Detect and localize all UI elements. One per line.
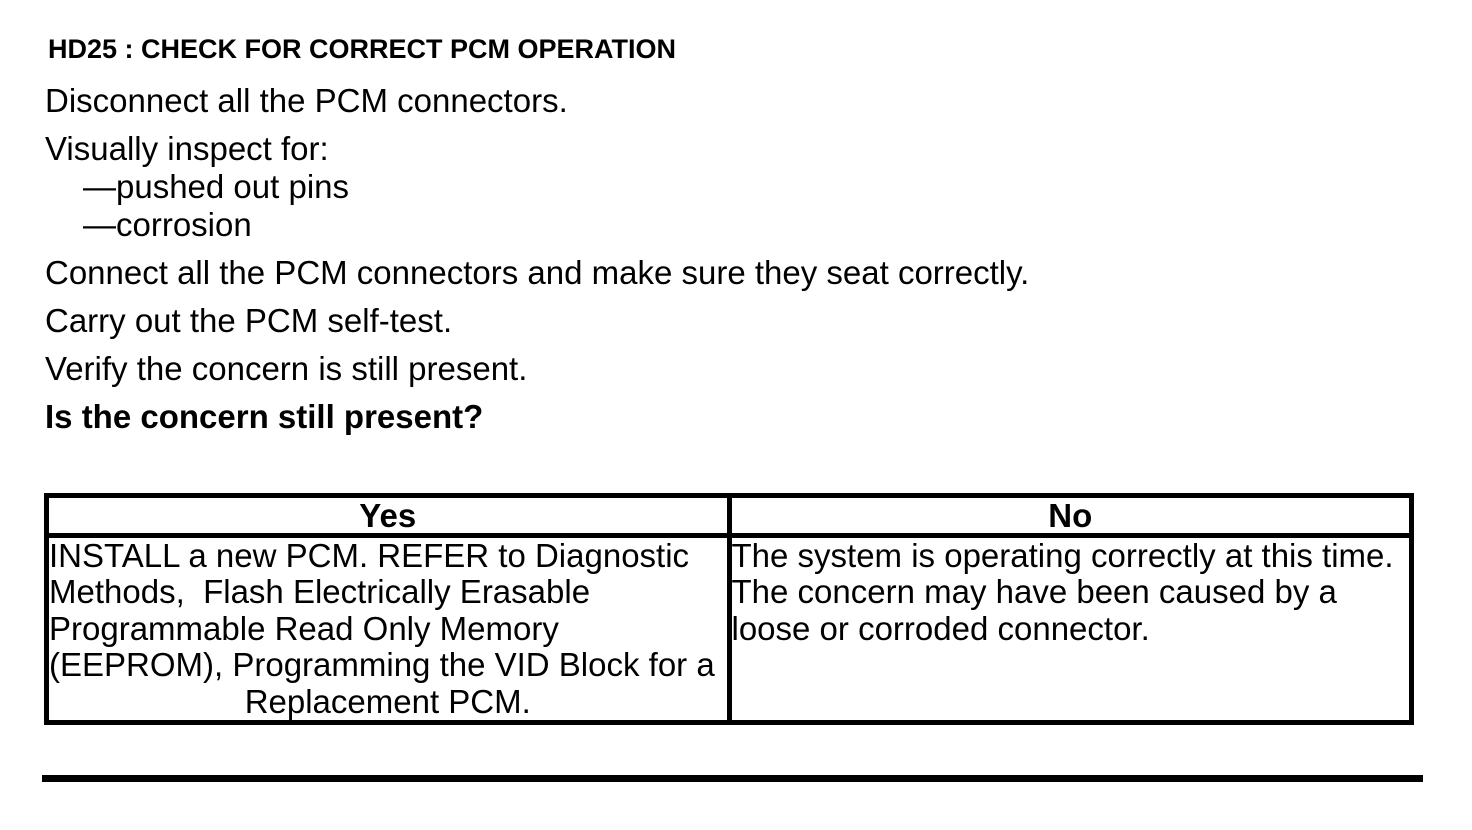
bottom-rule — [42, 775, 1423, 783]
yes-column-header: Yes — [44, 493, 732, 538]
no-cell-line: The concern may have been caused by a — [731, 573, 1337, 611]
step-connect: Connect all the PCM connectors and make … — [45, 254, 1030, 291]
inspect-item-corrosion: —corrosion — [83, 206, 252, 243]
yes-cell-line: Replacement PCM. — [244, 682, 531, 720]
no-column-header: No — [726, 493, 1414, 538]
step-inspect-intro: Visually inspect for: — [45, 130, 329, 167]
yes-cell-line: INSTALL a new PCM. REFER to Diagnostic — [49, 537, 690, 574]
no-cell-line: The system is operating correctly at thi… — [731, 537, 1394, 574]
step-disconnect: Disconnect all the PCM connectors. — [45, 82, 568, 119]
yes-cell-line: Methods, Flash Electrically Erasable — [49, 573, 591, 611]
result-table-body-row: INSTALL a new PCM. REFER to Diagnostic M… — [44, 532, 1414, 726]
step-self-test: Carry out the PCM self-test. — [45, 302, 453, 339]
no-result-cell: The system is operating correctly at thi… — [726, 532, 1414, 726]
inspect-list: —pushed out pins —corrosion — [45, 168, 1432, 244]
question-text: Is the concern still present? — [45, 398, 484, 435]
procedure-title: HD25 : CHECK FOR CORRECT PCM OPERATION — [48, 34, 677, 64]
result-table-header-row: Yes No — [44, 493, 1414, 538]
step-verify: Verify the concern is still present. — [45, 350, 528, 387]
no-cell-line: loose or corroded connector. — [731, 609, 1150, 647]
inspect-item-pushed-pins: —pushed out pins — [83, 168, 350, 205]
result-table: Yes No INSTALL a new PCM. REFER to Diagn… — [44, 493, 1414, 726]
yes-cell-line: (EEPROM), Programming the VID Block for … — [49, 646, 715, 684]
yes-result-cell: INSTALL a new PCM. REFER to Diagnostic M… — [44, 532, 732, 726]
yes-cell-line: Programmable Read Only Memory — [49, 609, 559, 647]
